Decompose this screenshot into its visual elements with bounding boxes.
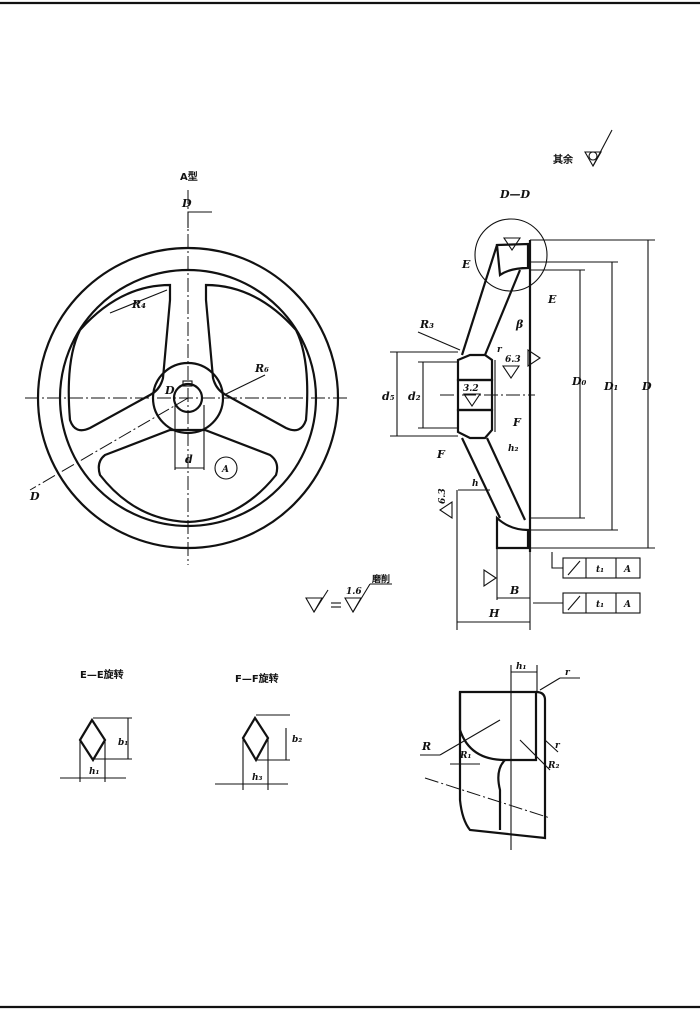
detail-ee: E—E旋转 b₁ h₁ — [60, 668, 132, 782]
runout-icon — [567, 595, 581, 611]
b1-label: b₁ — [118, 738, 128, 748]
d0-label: D₀ — [571, 375, 587, 388]
rim-h1-label: h₁ — [516, 662, 527, 672]
section-ee-title: E—E旋转 — [80, 668, 124, 681]
section-ff-title: F—F旋转 — [235, 672, 279, 685]
datum-a-circle — [214, 456, 238, 480]
rim-r-top-label: r — [565, 668, 571, 678]
r3-label: R₃ — [419, 318, 434, 331]
rim-r-label: R — [421, 740, 431, 753]
roughness-value: 1.6 — [346, 587, 362, 597]
a-type-title: A型 — [180, 170, 198, 183]
detail-ff: F—F旋转 b₂ h₃ — [215, 672, 302, 790]
b-label: B — [509, 584, 519, 597]
section-dd-view: D—D D D₁ D₀ d₅ d₂ R₃ r E E β F F — [382, 188, 655, 630]
roughness-6-3-b: 6.3 — [438, 488, 448, 504]
section-dd-title: D—D — [499, 188, 531, 201]
roughness-3-2: 3.2 — [463, 384, 479, 394]
f-label-left: F — [436, 448, 446, 461]
h1-label: h₁ — [89, 767, 100, 777]
front-view: D D R₄ R₆ D d A — [25, 190, 350, 565]
d-outer-label: D — [641, 380, 652, 393]
h-width-label: H — [488, 607, 500, 620]
detail-rim: h₁ r R R₁ r R₂ — [420, 662, 580, 850]
roughness-symbol-icon — [584, 129, 613, 168]
beta-label: β — [515, 318, 524, 331]
keyway — [182, 380, 193, 387]
f-label-right: F — [512, 416, 522, 429]
section-mark-top: D — [181, 197, 192, 210]
r4-label: R₄ — [131, 298, 146, 311]
b2-label: b₂ — [292, 735, 302, 745]
section-mark-bottom: D — [29, 490, 40, 503]
roughness-6-3-a: 6.3 — [505, 355, 521, 365]
e-label-right: E — [547, 293, 557, 306]
d-dimension-label: d — [185, 453, 193, 466]
tolerance-frame-2: t₁ A — [533, 592, 641, 614]
tolerance-value: t₁ — [596, 565, 604, 575]
h3-label: h₃ — [252, 773, 263, 783]
tolerance-datum: A — [623, 565, 631, 575]
rim-r1-label: R₁ — [459, 751, 471, 761]
e-label-left: E — [461, 258, 471, 271]
tolerance-frame-1: t₁ A — [551, 552, 641, 579]
r6-label: R₆ — [254, 362, 269, 375]
roughness-process-label: 磨削 — [371, 573, 390, 585]
runout-icon — [567, 560, 581, 576]
d2-label: d₂ — [408, 390, 421, 403]
rim-r-side-label: r — [555, 741, 561, 751]
tolerance-value: t₁ — [596, 600, 604, 610]
hub-label: D — [164, 384, 175, 397]
rim-r2-label: R₂ — [547, 761, 559, 771]
tolerance-datum: A — [623, 600, 631, 610]
roughness-note: 1.6 磨削 — [305, 573, 392, 614]
h2-label: h₂ — [508, 444, 519, 454]
d5-label: d₅ — [382, 390, 395, 403]
r-label: r — [497, 345, 503, 355]
detail-circle-e — [474, 218, 548, 292]
d1-label: D₁ — [603, 380, 618, 393]
h-label: h — [472, 479, 479, 489]
remaining-roughness-label: 其余 — [553, 153, 574, 166]
datum-a-label: A — [221, 465, 229, 475]
